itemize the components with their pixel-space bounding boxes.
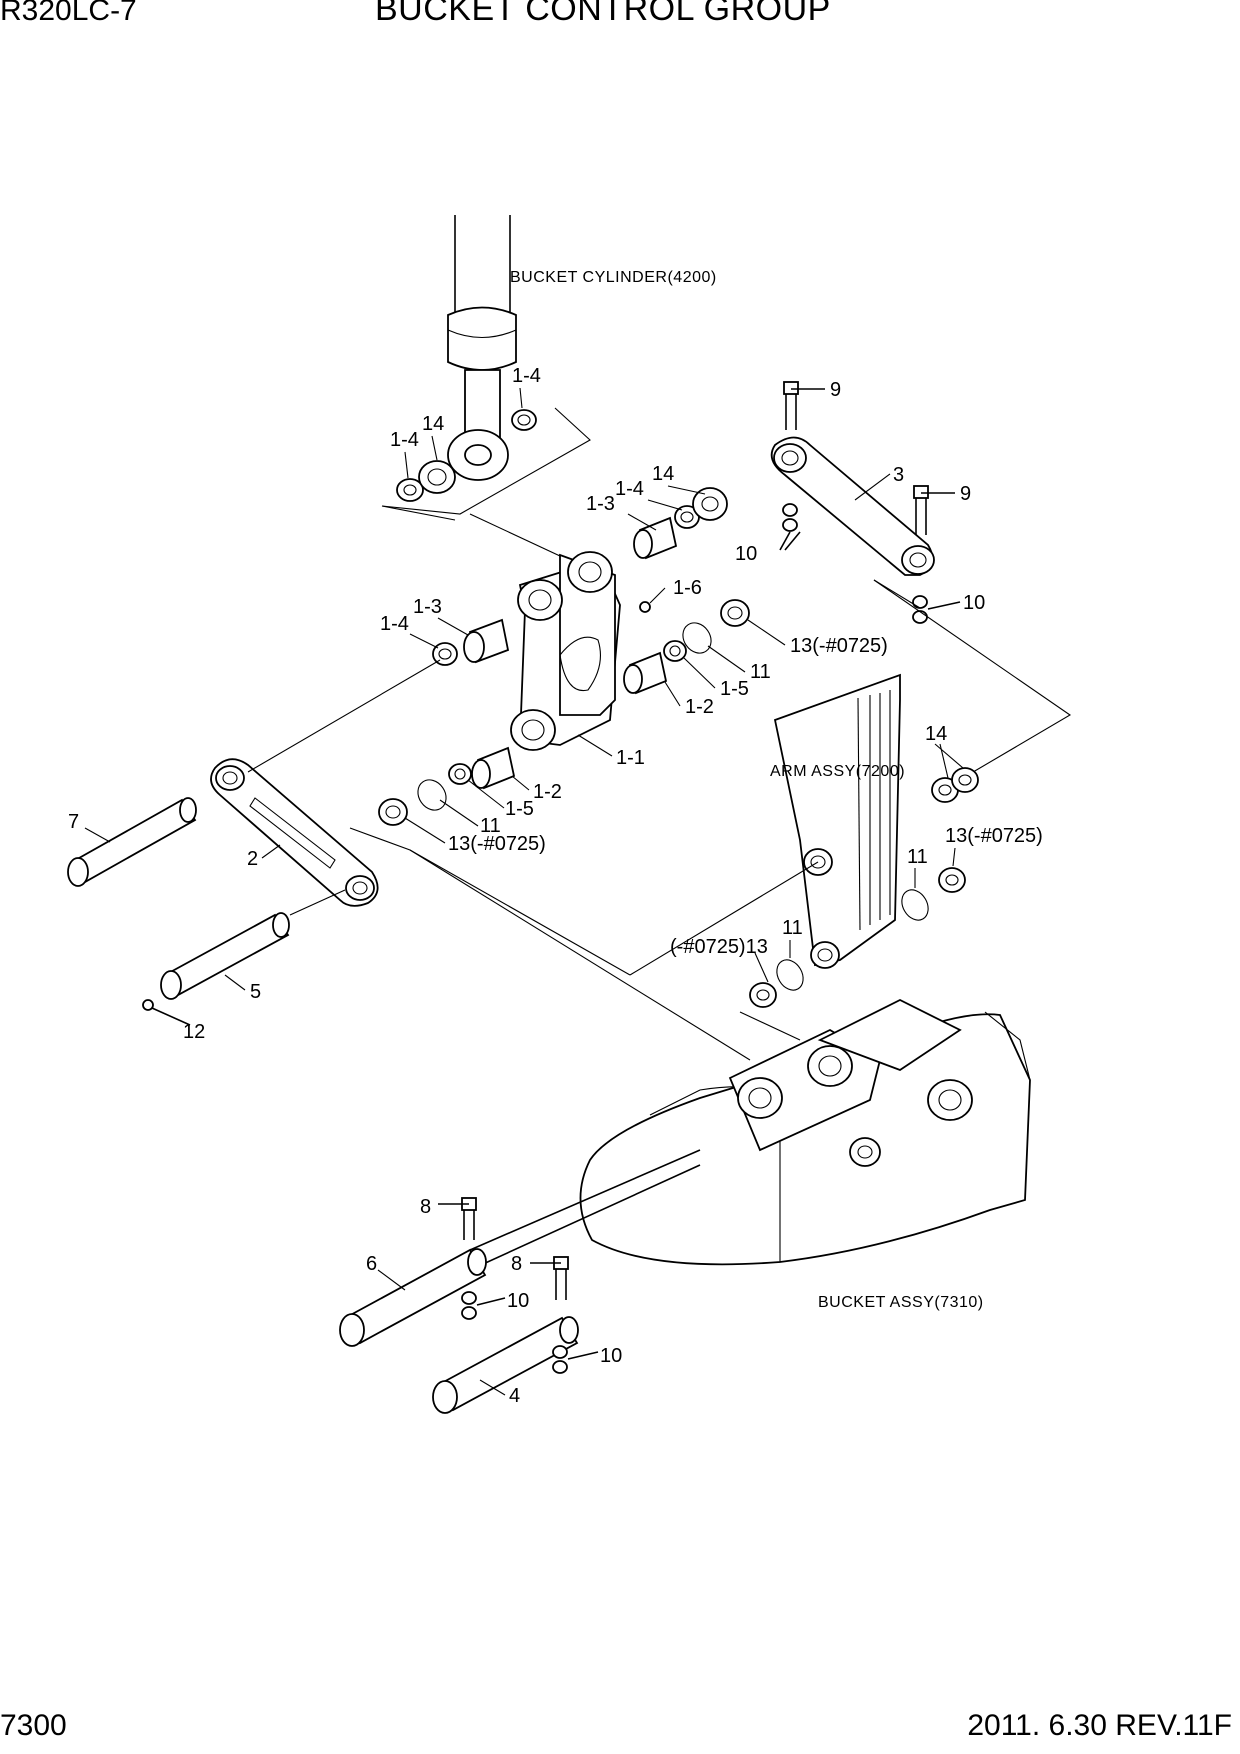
callout-1-3-left: 1-3 xyxy=(413,596,442,618)
callout-12: 12 xyxy=(183,1021,205,1043)
oring-11-b xyxy=(417,779,447,811)
callout-1-4-low: 1-4 xyxy=(380,613,409,635)
bucket-cylinder-label: BUCKET CYLINDER(4200) xyxy=(510,269,717,286)
link-2 xyxy=(210,758,379,907)
washer-1-4-top xyxy=(511,409,537,431)
callout-10-a: 10 xyxy=(735,543,757,565)
nut-10-c xyxy=(461,1291,506,1320)
callout-1-5-b: 1-5 xyxy=(505,798,534,820)
callout-1-3-mid: 1-3 xyxy=(586,493,615,515)
shim-13-c xyxy=(938,867,966,893)
callout-1-5-a: 1-5 xyxy=(720,678,749,700)
shim-14-mid xyxy=(692,487,728,521)
pin-6 xyxy=(339,1248,487,1347)
callout-10-d: 10 xyxy=(600,1345,622,1367)
callout-14-mid: 14 xyxy=(652,463,674,485)
link-3 xyxy=(770,436,935,576)
oring-11-a xyxy=(682,622,712,654)
callout-13-b: 13(-#0725) xyxy=(448,833,546,855)
oring-11-c xyxy=(901,889,929,921)
callout-1-2-b: 1-2 xyxy=(533,781,562,803)
callout-14-right: 14 xyxy=(925,723,947,745)
shim-14-top xyxy=(418,460,456,494)
callout-1-2-a: 1-2 xyxy=(685,696,714,718)
callout-13-d: (-#0725)13 xyxy=(670,936,768,958)
callout-7: 7 xyxy=(68,811,79,833)
bolt-9-top xyxy=(783,381,825,430)
link-1-1 xyxy=(510,551,651,751)
bolt-8-b xyxy=(530,1256,569,1300)
callout-11-a: 11 xyxy=(750,661,771,683)
pin-4 xyxy=(432,1316,579,1414)
callout-13-a: 13(-#0725) xyxy=(790,635,888,657)
callout-5: 5 xyxy=(250,981,261,1003)
callout-8-a: 8 xyxy=(420,1196,431,1218)
shim-14-right-b xyxy=(951,767,979,793)
callout-6: 6 xyxy=(366,1253,377,1275)
washer-1-4-left xyxy=(396,478,424,502)
callout-1-4-left: 1-4 xyxy=(390,429,419,451)
bucket-assembly xyxy=(469,998,1031,1271)
arm-assy-label: ARM ASSY(7200) xyxy=(770,763,905,780)
callout-4: 4 xyxy=(509,1385,520,1407)
callout-10-c: 10 xyxy=(507,1290,529,1312)
bucket-assy-label: BUCKET ASSY(7310) xyxy=(818,1294,984,1311)
nut-10-a xyxy=(779,503,801,551)
callout-9-top: 9 xyxy=(830,379,841,401)
washer-1-5-a xyxy=(663,640,687,662)
callout-11-c: 11 xyxy=(907,846,928,868)
callout-11-b: 11 xyxy=(480,815,501,837)
callout-13-c: 13(-#0725) xyxy=(945,825,1043,847)
callout-1-6: 1-6 xyxy=(673,577,702,599)
callout-1-4-top: 1-4 xyxy=(512,365,541,387)
shim-13-a xyxy=(720,599,750,627)
bolt-12 xyxy=(142,999,191,1026)
callout-1-4-mid: 1-4 xyxy=(615,478,644,500)
arm-assembly xyxy=(773,673,901,969)
callout-8-b: 8 xyxy=(511,1253,522,1275)
revision-date: 2011. 6.30 REV.11F xyxy=(967,1709,1232,1742)
callout-2: 2 xyxy=(247,848,258,870)
callout-14-top: 14 xyxy=(422,413,444,435)
bolt-9-right xyxy=(913,485,955,535)
nut-10-b xyxy=(912,595,961,624)
callout-11-d: 11 xyxy=(782,917,803,939)
callout-9-right: 9 xyxy=(960,483,971,505)
oring-11-d xyxy=(776,959,804,991)
shim-13-d xyxy=(749,982,777,1008)
model-number: R320LC-7 xyxy=(0,0,137,27)
shim-13-b xyxy=(378,798,408,826)
washer-1-5-b xyxy=(448,763,472,785)
bucket-cylinder xyxy=(447,215,517,481)
page-number: 7300 xyxy=(0,1709,67,1742)
callout-1-1: 1-1 xyxy=(616,747,645,769)
pin-5 xyxy=(160,912,290,1000)
callout-3: 3 xyxy=(893,464,904,486)
callout-10-b: 10 xyxy=(963,592,985,614)
pin-7 xyxy=(67,797,197,887)
page-title: BUCKET CONTROL GROUP xyxy=(375,0,831,28)
nut-10-d xyxy=(552,1345,599,1374)
bolt-8-a xyxy=(438,1197,477,1240)
washer-1-4-low xyxy=(432,642,458,666)
